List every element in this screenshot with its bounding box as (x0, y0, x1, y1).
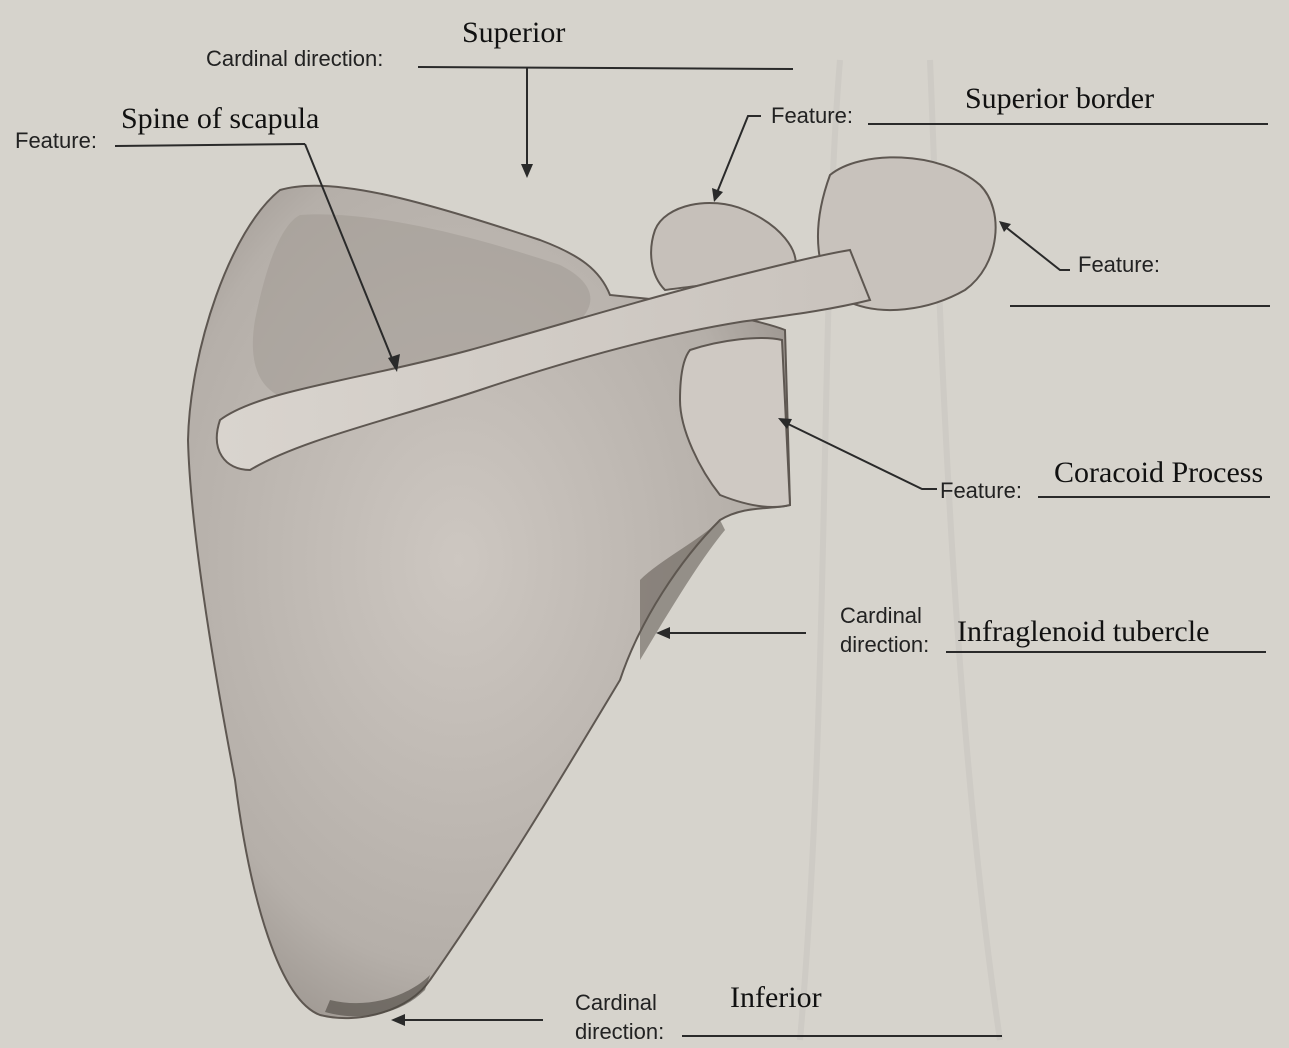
answer-cardinal-top[interactable]: Superior (462, 18, 565, 48)
label-cardinal-bottom-line2: direction: (575, 1020, 664, 1044)
label-feature-spine: Feature: (15, 129, 97, 153)
label-feature-coracoid: Feature: (940, 479, 1022, 503)
label-cardinal-lateral-line1: Cardinal (840, 604, 922, 628)
arrow-line-feature-superior (716, 116, 761, 195)
label-feature-acromion: Feature: (1078, 253, 1160, 277)
label-feature-superior: Feature: (771, 104, 853, 128)
arrow-line-feature-coracoid (784, 422, 937, 489)
answer-cardinal-lateral[interactable]: Infraglenoid tubercle (957, 617, 1209, 647)
arrowhead-cardinal-bottom (391, 1014, 405, 1026)
arrow-line-feature-acromion (1003, 225, 1070, 270)
label-cardinal-top: Cardinal direction: (206, 47, 383, 71)
scapula-illustration (188, 157, 996, 1018)
label-cardinal-bottom-line1: Cardinal (575, 991, 657, 1015)
underline-feature-spine (115, 144, 305, 146)
answer-feature-spine[interactable]: Spine of scapula (121, 104, 319, 134)
answer-feature-superior[interactable]: Superior border (965, 84, 1154, 114)
label-cardinal-lateral-line2: direction: (840, 633, 929, 657)
arrowhead-cardinal-top (521, 164, 533, 178)
answer-cardinal-bottom[interactable]: Inferior (730, 983, 822, 1013)
underline-cardinal-top (418, 67, 793, 69)
answer-feature-coracoid[interactable]: Coracoid Process (1054, 458, 1263, 488)
arrowhead-feature-superior (712, 188, 723, 202)
